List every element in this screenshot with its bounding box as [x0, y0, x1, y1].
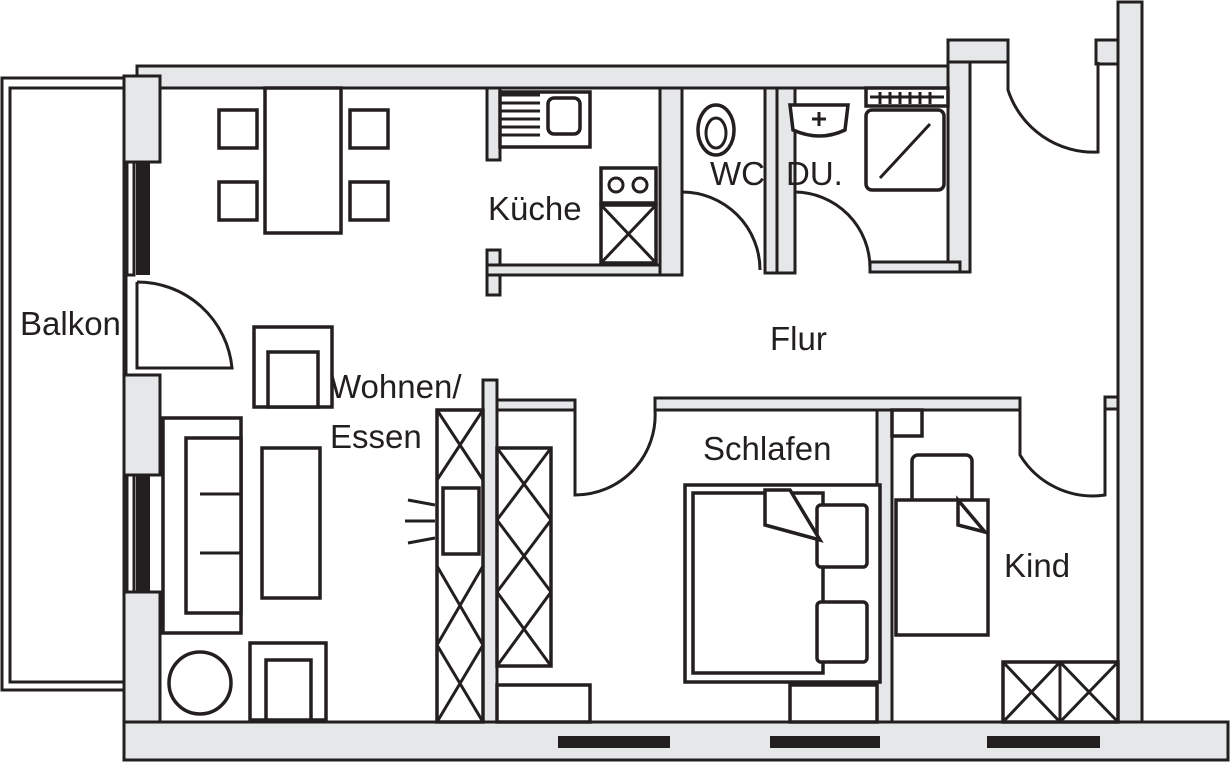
label-kind: Kind — [1004, 547, 1070, 584]
balcony — [0, 76, 128, 692]
label-dusche: DU. — [786, 155, 843, 192]
label-flur: Flur — [770, 320, 827, 357]
label-balkon: Balkon — [20, 305, 121, 342]
label-wc: WC — [710, 155, 765, 192]
label-essen: Essen — [330, 418, 422, 455]
doors — [135, 62, 1107, 498]
label-schlafen: Schlafen — [703, 430, 831, 467]
label-kueche: Küche — [488, 190, 582, 227]
furniture — [161, 86, 1120, 724]
label-wohnen: Wohnen/ — [330, 368, 462, 405]
windows — [125, 160, 1100, 748]
walls — [122, 0, 1230, 762]
